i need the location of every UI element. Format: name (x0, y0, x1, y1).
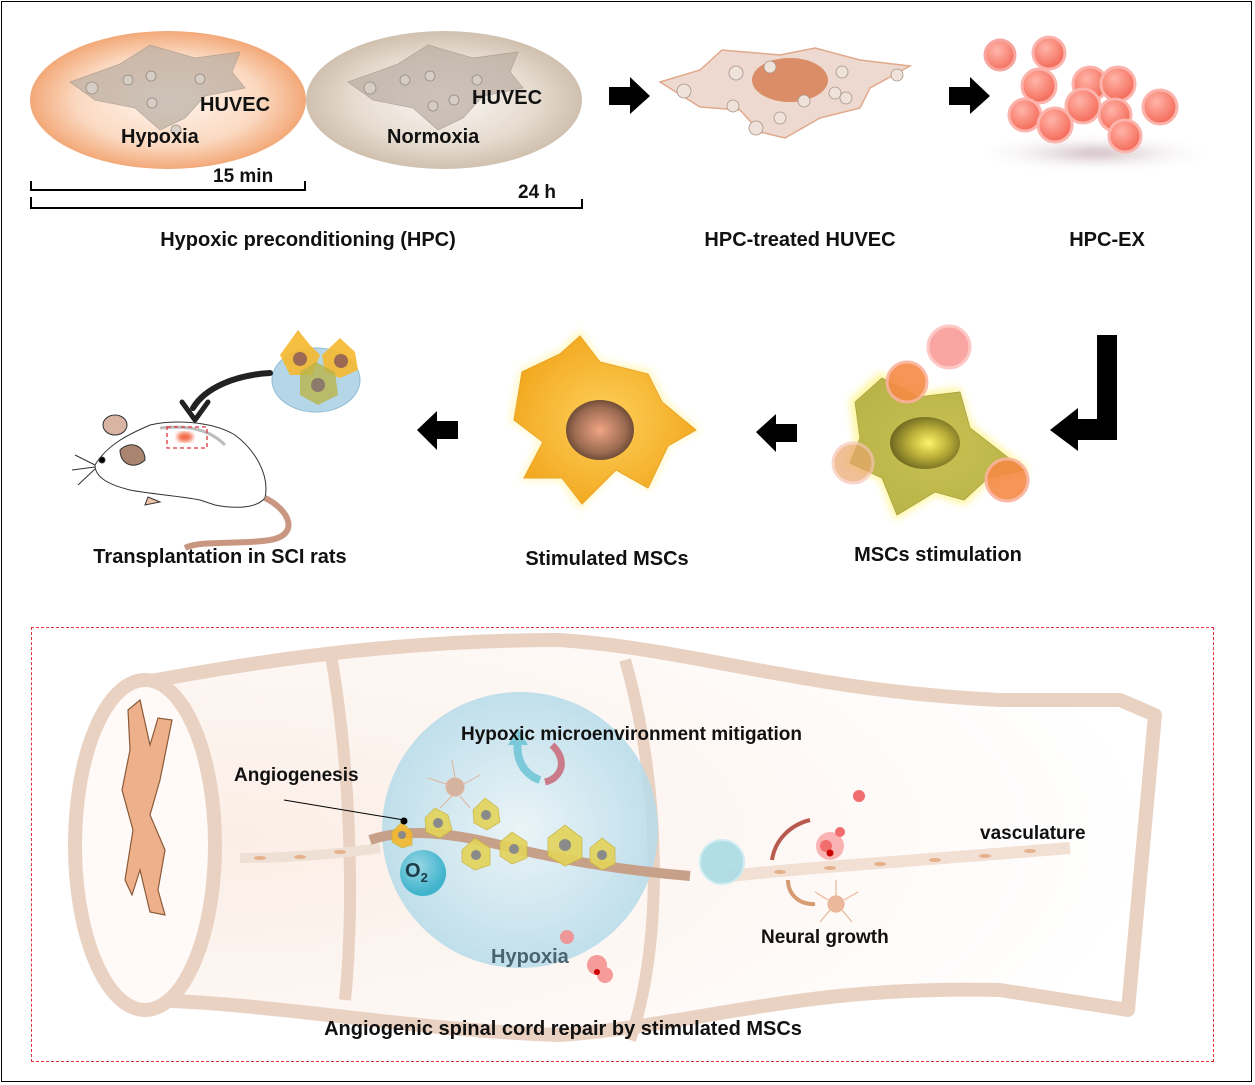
timeline-24h-bracket (30, 197, 583, 209)
inflammatory-cells (816, 790, 865, 860)
normoxia-condition-label: Normoxia (387, 126, 480, 148)
hypoxia-core (594, 969, 600, 975)
arrow-right-2 (949, 77, 990, 114)
label-neural-growth: Neural growth (761, 927, 889, 948)
arrow-to-neuron (786, 879, 816, 907)
neuron-growth (814, 880, 859, 923)
vessel-right-vasculature (729, 842, 1071, 882)
arrow-to-inflammatory (770, 818, 811, 861)
normoxia-huvec-label: HUVEC (472, 87, 543, 109)
injury-site (177, 432, 193, 442)
injection-curved-arrow (190, 370, 273, 411)
exosomes-stimulation (831, 324, 1030, 503)
label-hypoxic-mitigation: Hypoxic microenvironment mitigation (461, 724, 802, 745)
vesicles-treated (676, 60, 904, 136)
neuron-in-bubble (427, 759, 481, 809)
label-hpc-treated-huvec: HPC-treated HUVEC (704, 229, 896, 251)
injury-site-box (166, 426, 208, 449)
exosome-cluster (983, 38, 1017, 72)
label-transplantation: Transplantation in SCI rats (93, 546, 347, 568)
label-msc-stimulation: MSCs stimulation (854, 544, 1022, 566)
label-stimulated-mscs: Stimulated MSCs (525, 548, 689, 570)
transfer-bubble (699, 839, 745, 885)
arrow-left-2 (417, 411, 458, 450)
hypoxic-bubble (382, 692, 658, 968)
mitigation-arrow-curve (543, 742, 565, 786)
hypoxia-spiky-cells (560, 930, 613, 983)
grey-matter-butterfly (121, 698, 173, 916)
huvec-cell-normoxia (347, 44, 524, 131)
bottom-panel-title: Angiogenic spinal cord repair by stimula… (324, 1018, 802, 1040)
arrow-down-left (1050, 335, 1117, 451)
hpc-treated-nucleus (752, 58, 828, 102)
hypoxia-huvec-label: HUVEC (200, 94, 271, 116)
msc-stimulation-nucleus (890, 417, 960, 469)
label-hpc: Hypoxic preconditioning (HPC) (160, 229, 456, 251)
hypoxia-condition-label: Hypoxia (121, 126, 199, 148)
stimulated-msc-nucleus (566, 400, 634, 460)
exosome-shadow (970, 135, 1220, 171)
vesicles-top (85, 70, 483, 136)
o2-bubble (400, 850, 446, 896)
label-hpc-ex: HPC-EX (1069, 229, 1145, 251)
msc-nuclei-in-bubble (398, 810, 607, 860)
label-hypoxia-bubble: Hypoxia (491, 946, 569, 968)
label-vasculature: vasculature (980, 823, 1086, 844)
o2-subscript: 2 (420, 870, 428, 885)
timeline-15min-bracket (30, 181, 306, 191)
bottom-panel-dashed-border (31, 627, 1214, 1062)
vessel-left (239, 843, 381, 863)
o2-symbol: O (405, 860, 421, 882)
label-angiogenesis: Angiogenesis (234, 765, 359, 786)
spinal-cord-segment-line-1 (324, 648, 356, 1001)
angiogenesis-leader-line (283, 799, 405, 821)
label-o2: O2 (405, 860, 428, 885)
exosomes (1007, 35, 1179, 154)
arrow-left-1 (756, 414, 797, 452)
timeline-15min-label: 15 min (213, 166, 274, 187)
arrow-right-1 (609, 77, 650, 114)
vessel-nuclei (254, 849, 1036, 874)
huvec-cell-hypoxia (69, 44, 246, 131)
timeline-24h-label: 24 h (518, 182, 557, 203)
